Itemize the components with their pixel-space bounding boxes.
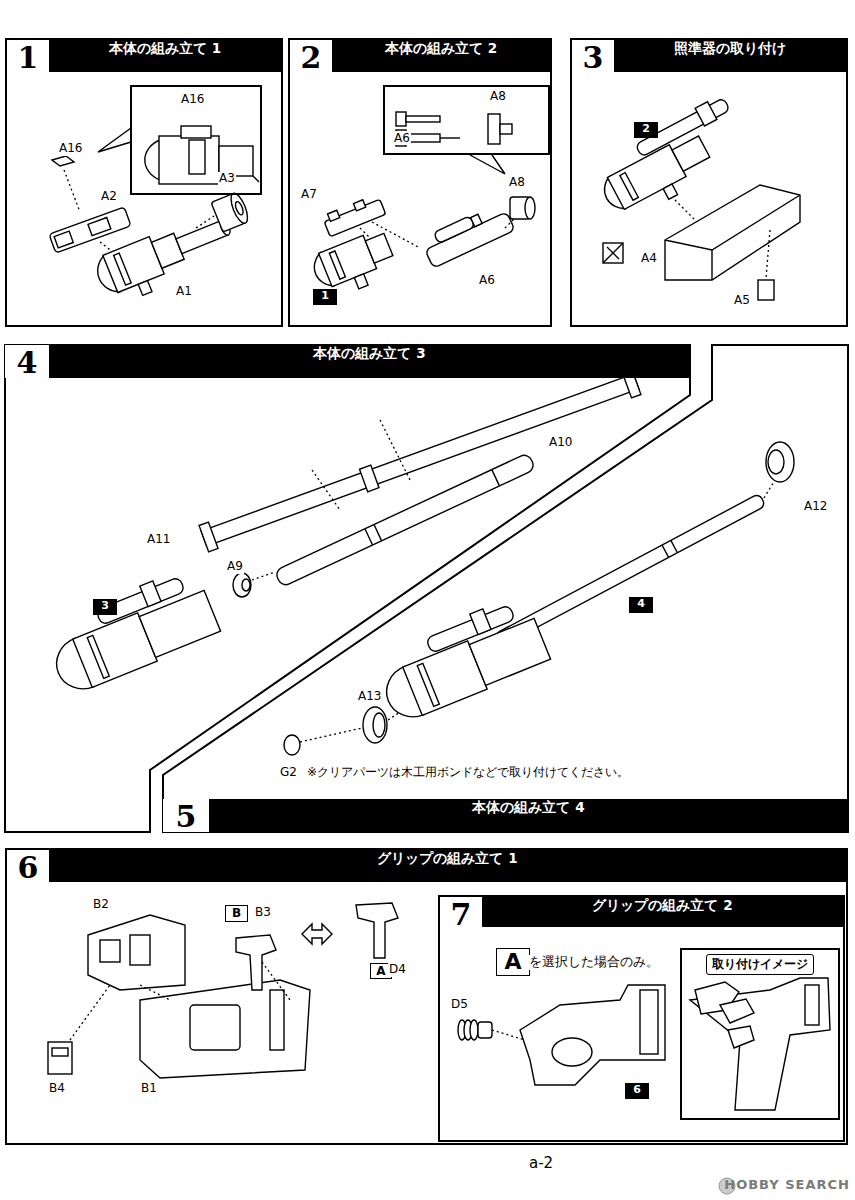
step-number: 2 bbox=[290, 40, 332, 72]
step-number: 4 bbox=[5, 345, 49, 378]
title-bar: グリップの組み立て 2 bbox=[482, 897, 843, 927]
step5-parts bbox=[284, 442, 794, 755]
part-label: を選択した場合のみ。 bbox=[528, 955, 660, 970]
step-reference-number: 1 bbox=[313, 289, 337, 305]
part-number: A16 bbox=[180, 92, 205, 106]
step-reference: 3 bbox=[93, 599, 117, 615]
part-label: B1 bbox=[140, 1082, 158, 1096]
step-title: 照準器の取り付け bbox=[614, 40, 846, 72]
page-number: a-2 bbox=[528, 1155, 554, 1172]
step-reference: 1 bbox=[313, 289, 337, 305]
part-label: A7 bbox=[300, 188, 318, 202]
step-number: 1 bbox=[7, 40, 49, 72]
part-label: D4 bbox=[388, 963, 407, 977]
part-label: A8 bbox=[508, 176, 526, 190]
part-label: B3 bbox=[254, 906, 272, 920]
part-number: A8 bbox=[489, 89, 507, 103]
detail-callout: A16 bbox=[130, 85, 262, 195]
step-reference: 6 bbox=[625, 1083, 649, 1099]
option-letter-text: A bbox=[497, 949, 529, 974]
part-label: ※クリアパーツは木工用ボンドなどで取り付けてください。 bbox=[306, 766, 630, 780]
part-label: A4 bbox=[640, 252, 658, 266]
step-panel: 7グリップの組み立て 2 A 取り付けイメージ 6 bbox=[438, 895, 845, 1142]
part-label: A6 bbox=[478, 274, 496, 288]
part-label: A11 bbox=[146, 533, 171, 547]
part-label: A2 bbox=[100, 190, 118, 204]
part-label: B4 bbox=[48, 1082, 66, 1096]
title-bar: 本体の組み立て 1 bbox=[49, 40, 281, 72]
step-panel: 6グリップの組み立て 1BA7グリップの組み立て 2A取り付けイメージ6 bbox=[5, 848, 848, 1145]
step-reference-number: 4 bbox=[629, 597, 653, 613]
option-letter: B bbox=[225, 905, 248, 922]
step-number: 5 bbox=[163, 799, 209, 832]
title-bar: 照準器の取り付け bbox=[614, 40, 846, 72]
part-label: A16 bbox=[58, 142, 83, 156]
part-label: A12 bbox=[803, 500, 828, 514]
step6-parts bbox=[48, 903, 398, 1078]
step3-parts bbox=[589, 94, 800, 300]
step-title: グリップの組み立て 1 bbox=[49, 850, 846, 882]
option-letter: A bbox=[496, 948, 530, 976]
step-panel: 1本体の組み立て 1 A16 bbox=[5, 38, 283, 327]
step-reference: 2 bbox=[634, 122, 658, 138]
part-label: B2 bbox=[92, 898, 110, 912]
step-reference-number: 2 bbox=[634, 122, 658, 138]
step-number: 3 bbox=[572, 40, 614, 72]
step-title: 本体の組み立て 2 bbox=[332, 40, 550, 72]
detail-callout: A6 A8 bbox=[383, 85, 550, 155]
step-panel: 4本体の組み立て 33 bbox=[5, 345, 690, 832]
step2-parts bbox=[309, 112, 535, 302]
step7-parts bbox=[458, 978, 830, 1110]
step-panel: 5本体の組み立て 4 4 bbox=[163, 345, 848, 832]
part-label: A1 bbox=[175, 285, 193, 299]
step-number: 7 bbox=[440, 897, 482, 927]
part-label: D5 bbox=[450, 998, 469, 1012]
option-letter-text: B bbox=[226, 906, 247, 920]
title-bar: 本体の組み立て 4 bbox=[209, 799, 848, 832]
step-frame bbox=[163, 345, 848, 832]
part-label: G2 bbox=[279, 766, 298, 780]
part-label: A9 bbox=[226, 560, 244, 574]
step-title: グリップの組み立て 2 bbox=[482, 897, 843, 927]
part-label: A10 bbox=[548, 436, 573, 450]
title-bar: 本体の組み立て 2 bbox=[332, 40, 550, 72]
title-bar: グリップの組み立て 1 bbox=[49, 850, 846, 882]
step-reference: 4 bbox=[629, 597, 653, 613]
part-label: A3 bbox=[218, 172, 236, 186]
title-bar: 本体の組み立て 3 bbox=[49, 345, 690, 378]
step-title: 本体の組み立て 1 bbox=[49, 40, 281, 72]
part-label: A5 bbox=[733, 294, 751, 308]
step-number: 6 bbox=[7, 850, 49, 882]
step-reference-number: 3 bbox=[93, 599, 117, 615]
step1-parts bbox=[49, 126, 259, 308]
image-box: 取り付けイメージ bbox=[680, 948, 840, 1120]
step-reference-number: 6 bbox=[625, 1083, 649, 1099]
part-label: A13 bbox=[357, 690, 382, 704]
part-number: A6 bbox=[393, 131, 411, 145]
step-panel: 3照準器の取り付け 2 bbox=[570, 38, 848, 327]
image-title: 取り付けイメージ bbox=[706, 954, 814, 975]
watermark: HOBBY SEARCH bbox=[724, 1178, 850, 1193]
step-title: 本体の組み立て 4 bbox=[209, 799, 848, 832]
step-title: 本体の組み立て 3 bbox=[49, 345, 690, 378]
step4-parts bbox=[40, 368, 641, 697]
